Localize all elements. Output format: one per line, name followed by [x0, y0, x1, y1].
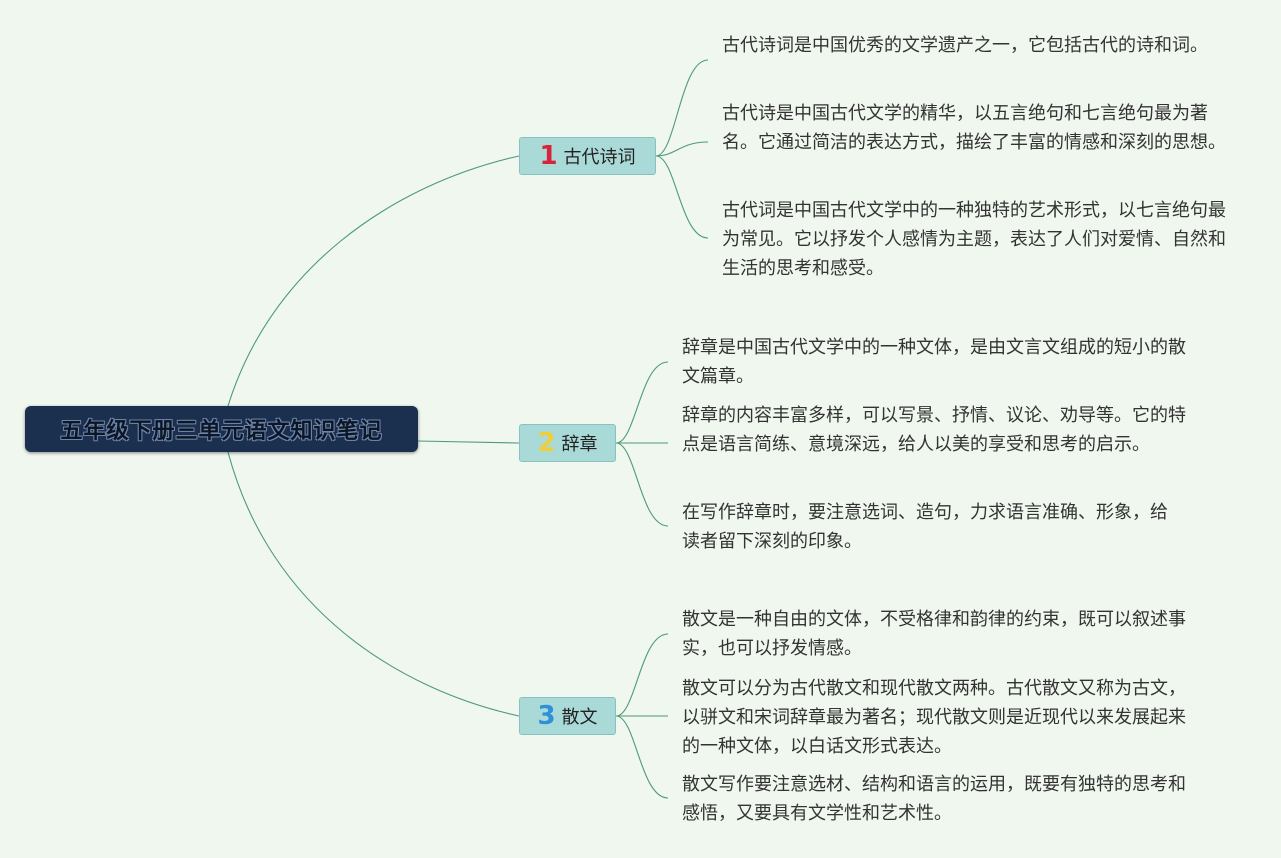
branch-2-number: 2 — [537, 428, 556, 458]
branch-1-leaf-2[interactable]: 古代诗是中国古代文学的精华，以五言绝句和七言绝句最为著名。它通过简洁的表达方式，… — [722, 103, 1226, 153]
branch-2-leaf-2[interactable]: 辞章的内容丰富多样，可以写景、抒情、议论、劝导等。它的特点是语言简练、意境深远，… — [682, 405, 1186, 455]
branch-1-leaf-3-line — [655, 155, 709, 239]
branch-2-leaf-1-line — [615, 361, 669, 444]
branch-3-leaf-3-line — [615, 715, 669, 799]
branch-1-leaf-1-line — [655, 59, 709, 157]
branch-2-label: 辞章 — [561, 434, 598, 455]
branch-3-leaf-1[interactable]: 散文是一种自由的文体，不受格律和韵律的约束，既可以叙述事实，也可以抒发情感。 — [682, 609, 1186, 659]
branch-3-leaf-1-line — [615, 633, 669, 717]
branch-2-leaf-1[interactable]: 辞章是中国古代文学中的一种文体，是由文言文组成的短小的散文篇章。 — [682, 337, 1186, 387]
root-to-branch-1-line — [227, 155, 520, 407]
branch-topic-1[interactable]: 1 古代诗词 — [519, 137, 656, 175]
branch-3-leaf-2[interactable]: 散文可以分为古代散文和现代散文两种。古代散文又称为古文，以骈文和宋词辞章最为著名… — [682, 678, 1186, 757]
branch-3-number: 3 — [537, 701, 556, 731]
root-to-branch-2-line — [417, 440, 520, 444]
branch-2-leaf-3-line — [615, 442, 669, 527]
branch-1-leaf-2-line — [655, 141, 709, 157]
branch-topic-2[interactable]: 2 辞章 — [519, 424, 616, 462]
branch-1-leaf-3[interactable]: 古代词是中国古代文学中的一种独特的艺术形式，以七言绝句最为常见。它以抒发个人感情… — [722, 200, 1226, 279]
branch-3-leaf-3[interactable]: 散文写作要注意选材、结构和语言的运用，既要有独特的思考和感悟，又要具有文学性和艺… — [682, 774, 1186, 824]
branch-3-label: 散文 — [561, 707, 598, 728]
root-title: 五年级下册三单元语文知识笔记 — [60, 419, 383, 444]
root-to-branch-3-line — [227, 451, 520, 717]
branch-topic-3[interactable]: 3 散文 — [519, 697, 616, 735]
branch-1-number: 1 — [539, 141, 558, 171]
branch-1-label: 古代诗词 — [563, 147, 636, 168]
branch-2-leaf-3[interactable]: 在写作辞章时，要注意选词、造句，力求语言准确、形象，给读者留下深刻的印象。 — [682, 502, 1168, 552]
root-topic[interactable]: 五年级下册三单元语文知识笔记 — [25, 406, 418, 452]
branch-1-leaf-1[interactable]: 古代诗词是中国优秀的文学遗产之一，它包括古代的诗和词。 — [722, 35, 1208, 56]
